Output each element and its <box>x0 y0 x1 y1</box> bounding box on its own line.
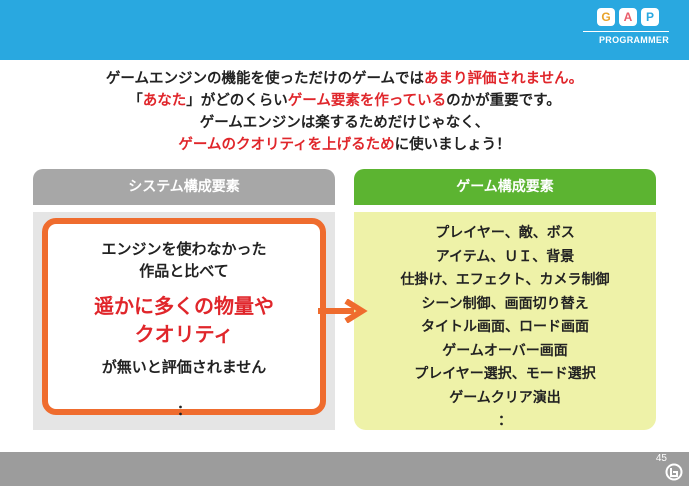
intro-line-4-b: に使いましょう！ <box>394 137 511 153</box>
footer-bar <box>0 452 689 486</box>
game-components-panel <box>354 212 656 430</box>
intro-line-2-anata: あなた <box>142 93 187 109</box>
intro-line-2-a: 「 <box>128 93 143 109</box>
intro-line-2-e: のかが重要です。 <box>446 93 561 109</box>
callout-highlight-line-1: 遥かに多くの物量や <box>94 294 274 318</box>
intro-text: ゲームエンジンの機能を使っただけのゲームではあまり評価されません。 「あなた」が… <box>0 68 689 156</box>
intro-line-4-highlight: ゲームのクオリティを上げるため <box>178 137 395 153</box>
intro-line-2-highlight: ゲーム要素を作っている <box>287 93 447 109</box>
callout-line-1: エンジンを使わなかった <box>101 240 267 258</box>
intro-line-1: ゲームエンジンの機能を使っただけのゲームではあまり評価されません。 <box>0 68 689 90</box>
system-components-heading: システム構成要素 <box>33 169 335 205</box>
list-item: シーン制御、画面切り替え <box>421 295 589 312</box>
callout-highlight-line-2: クオリティ <box>134 322 234 346</box>
system-continuation-mark: ： <box>177 403 191 419</box>
game-components-heading: ゲーム構成要素 <box>354 169 656 205</box>
callout-line-2: 作品と比べて <box>139 262 229 280</box>
evaluation-callout-box: エンジンを使わなかった 作品と比べて 遥かに多くの物量や クオリティ が無いと評… <box>42 218 326 415</box>
list-item: ゲームクリア演出 <box>449 389 561 406</box>
list-item: プレイヤー選択、モード選択 <box>414 366 596 382</box>
intro-line-2-c: 」がどのくらい <box>186 93 288 109</box>
list-item: ゲームオーバー画面 <box>442 342 568 359</box>
right-arrow-icon <box>318 299 368 323</box>
list-item: タイトル画面、ロード画面 <box>421 319 589 335</box>
intro-line-1-highlight: あまり評価されません。 <box>424 71 584 87</box>
callout-last-line: が無いと評価されません <box>101 358 267 376</box>
logo-letter-g: G <box>597 8 615 26</box>
logo-subtitle: PROGRAMMER <box>599 35 669 45</box>
header-bar <box>0 0 689 60</box>
logo-letter-p: P <box>641 8 659 26</box>
intro-line-4: ゲームのクオリティを上げるために使いましょう！ <box>0 134 689 156</box>
gap-programmer-logo: G A P PROGRAMMER <box>583 8 669 52</box>
logo-divider <box>583 31 669 32</box>
brand-logo-icon <box>665 463 683 481</box>
list-item: アイテム、ＵＩ、背景 <box>435 248 575 265</box>
intro-line-1-a: ゲームエンジンの機能を使っただけのゲームでは <box>105 71 425 87</box>
intro-line-2: 「あなた」がどのくらいゲーム要素を作っているのかが重要です。 <box>0 90 689 112</box>
list-item: プレイヤー、敵、ボス <box>435 225 575 241</box>
intro-line-3: ゲームエンジンは楽するためだけじゃなく、 <box>199 115 490 131</box>
page-number: 45 <box>655 453 667 464</box>
list-item: ： <box>498 413 512 429</box>
list-item: 仕掛け、エフェクト、カメラ制御 <box>400 272 610 288</box>
game-components-list: プレイヤー、敵、ボス アイテム、ＵＩ、背景 仕掛け、エフェクト、カメラ制御 シー… <box>354 222 656 434</box>
logo-letter-a: A <box>619 8 637 26</box>
